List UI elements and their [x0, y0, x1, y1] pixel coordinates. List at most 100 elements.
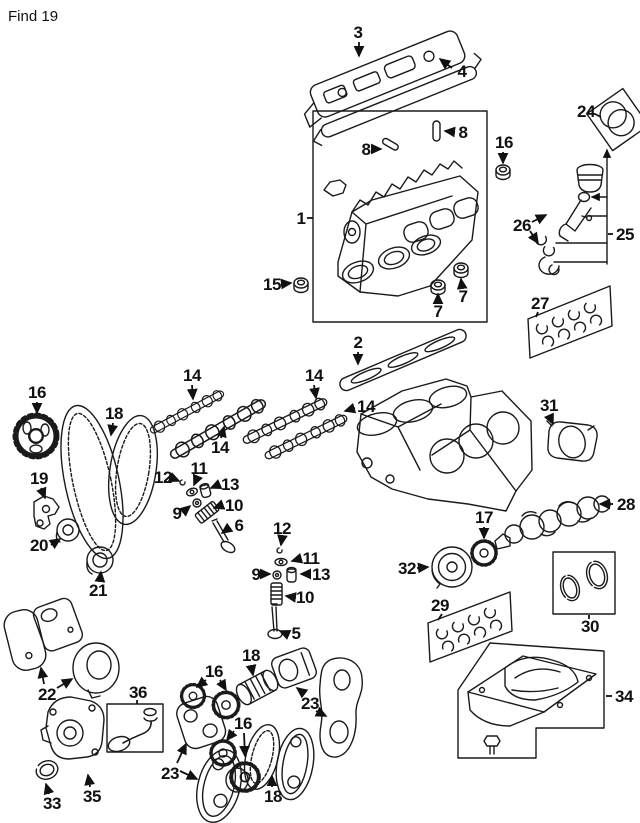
callout-12-1[interactable]: 12	[154, 468, 181, 487]
callout-18-belt[interactable]: 18	[105, 404, 123, 437]
callout-11-1[interactable]: 11	[191, 459, 209, 487]
callout-34[interactable]: 34	[606, 687, 634, 706]
callout-11-2[interactable]: 11	[290, 549, 321, 568]
callout-14-4[interactable]: 14	[343, 397, 376, 416]
callout-28[interactable]: 28	[598, 495, 635, 514]
svg-text:14[interactable]: 14	[211, 438, 230, 457]
callout-20[interactable]: 20	[30, 536, 62, 555]
callout-6[interactable]: 6	[220, 516, 245, 535]
svg-text:12[interactable]: 12	[154, 468, 172, 487]
svg-text:4[interactable]: 4	[458, 62, 469, 81]
svg-text:13[interactable]: 13	[312, 565, 330, 584]
svg-text:18[interactable]: 18	[105, 404, 123, 423]
svg-text:31[interactable]: 31	[540, 396, 558, 415]
callout-5[interactable]: 5	[278, 624, 302, 643]
svg-text:23[interactable]: 23	[301, 694, 319, 713]
callout-24[interactable]: 24	[577, 102, 602, 121]
svg-text:16[interactable]: 16	[28, 383, 46, 402]
callout-14-1[interactable]: 14	[183, 366, 202, 401]
svg-text:34[interactable]: 34	[615, 687, 634, 706]
callout-10-1[interactable]: 10	[212, 496, 243, 515]
svg-text:26[interactable]: 26	[513, 216, 531, 235]
callout-16-balance-lower[interactable]: 16	[226, 714, 252, 758]
svg-text:7[interactable]: 7	[459, 287, 469, 306]
svg-text:32[interactable]: 32	[398, 559, 416, 578]
svg-text:22[interactable]: 22	[38, 685, 56, 704]
svg-text:9[interactable]: 9	[173, 504, 183, 523]
svg-text:29[interactable]: 29	[431, 596, 449, 615]
callout-27[interactable]: 27	[531, 294, 549, 318]
svg-text:9[interactable]: 9	[252, 565, 262, 584]
callout-14-3[interactable]: 14	[305, 366, 324, 400]
callout-18-loop[interactable]: 18	[264, 774, 282, 806]
callout-17[interactable]: 17	[475, 508, 493, 540]
callout-16-balance-upper[interactable]: 16	[195, 662, 227, 692]
svg-text:14[interactable]: 14	[183, 366, 202, 385]
callout-8-right[interactable]: 8	[443, 123, 469, 142]
svg-text:16[interactable]: 16	[495, 133, 513, 152]
callout-4[interactable]: 4	[438, 58, 469, 81]
callout-9-1[interactable]: 9	[173, 504, 192, 523]
svg-text:10[interactable]: 10	[296, 588, 314, 607]
callout-16-head[interactable]: 16	[495, 133, 513, 165]
svg-text:36[interactable]: 36	[129, 683, 147, 702]
svg-text:7[interactable]: 7	[434, 302, 444, 321]
svg-text:24[interactable]: 24	[577, 102, 596, 121]
callout-7-right[interactable]: 7	[456, 277, 469, 306]
svg-text:11[interactable]: 11	[303, 549, 321, 568]
svg-text:11[interactable]: 11	[191, 459, 209, 478]
callout-12-2[interactable]: 12	[273, 519, 291, 547]
callout-30[interactable]: 30	[581, 615, 599, 636]
svg-text:19[interactable]: 19	[30, 469, 48, 488]
svg-text:21[interactable]: 21	[89, 581, 107, 600]
callout-13-1[interactable]: 13	[209, 475, 239, 494]
svg-text:30[interactable]: 30	[581, 617, 599, 636]
svg-text:25[interactable]: 25	[616, 225, 634, 244]
svg-text:35[interactable]: 35	[83, 787, 101, 806]
callout-15[interactable]: 15	[263, 275, 293, 294]
svg-text:8[interactable]: 8	[459, 123, 469, 142]
svg-text:33[interactable]: 33	[43, 794, 61, 813]
callout-25[interactable]: 25	[608, 225, 634, 244]
callout-2[interactable]: 2	[352, 333, 364, 366]
callout-10-2[interactable]: 10	[284, 588, 314, 607]
callout-32[interactable]: 32	[398, 559, 430, 578]
callout-19[interactable]: 19	[30, 469, 48, 500]
svg-text:1[interactable]: 1	[297, 209, 307, 228]
svg-text:3[interactable]: 3	[354, 23, 364, 42]
svg-text:2[interactable]: 2	[354, 333, 364, 352]
callout-26[interactable]: 26	[513, 214, 548, 245]
callout-18-rolled[interactable]: 18	[242, 646, 260, 677]
svg-text:12[interactable]: 12	[273, 519, 291, 538]
callout-23-left[interactable]: 23	[161, 742, 199, 783]
svg-text:23[interactable]: 23	[161, 764, 179, 783]
callout-3[interactable]: 3	[354, 23, 365, 58]
callout-35[interactable]: 35	[83, 773, 101, 806]
callout-31[interactable]: 31	[540, 396, 558, 426]
svg-text:8[interactable]: 8	[362, 140, 372, 159]
svg-text:18[interactable]: 18	[264, 787, 282, 806]
svg-text:6[interactable]: 6	[235, 516, 245, 535]
callout-7-left[interactable]: 7	[432, 292, 444, 321]
callout-21[interactable]: 21	[89, 570, 107, 600]
svg-text:15[interactable]: 15	[263, 275, 281, 294]
svg-text:18[interactable]: 18	[242, 646, 260, 665]
svg-text:13[interactable]: 13	[221, 475, 239, 494]
callout-14-2[interactable]: 14	[211, 425, 230, 457]
svg-text:28[interactable]: 28	[617, 495, 635, 514]
svg-text:5[interactable]: 5	[292, 624, 302, 643]
callout-29[interactable]: 29	[431, 596, 449, 621]
svg-text:14[interactable]: 14	[357, 397, 376, 416]
svg-text:16[interactable]: 16	[234, 714, 252, 733]
callout-33[interactable]: 33	[43, 782, 61, 813]
callout-23-right[interactable]: 23	[295, 687, 328, 717]
callout-13-2[interactable]: 13	[299, 565, 330, 584]
svg-text:10[interactable]: 10	[225, 496, 243, 515]
callout-22[interactable]: 22	[37, 666, 74, 704]
svg-text:14[interactable]: 14	[305, 366, 324, 385]
callout-8-left[interactable]: 8	[362, 140, 383, 159]
svg-text:16[interactable]: 16	[205, 662, 223, 681]
callout-1[interactable]: 1	[297, 209, 313, 228]
callout-36[interactable]: 36	[129, 683, 147, 704]
svg-text:17[interactable]: 17	[475, 508, 493, 527]
